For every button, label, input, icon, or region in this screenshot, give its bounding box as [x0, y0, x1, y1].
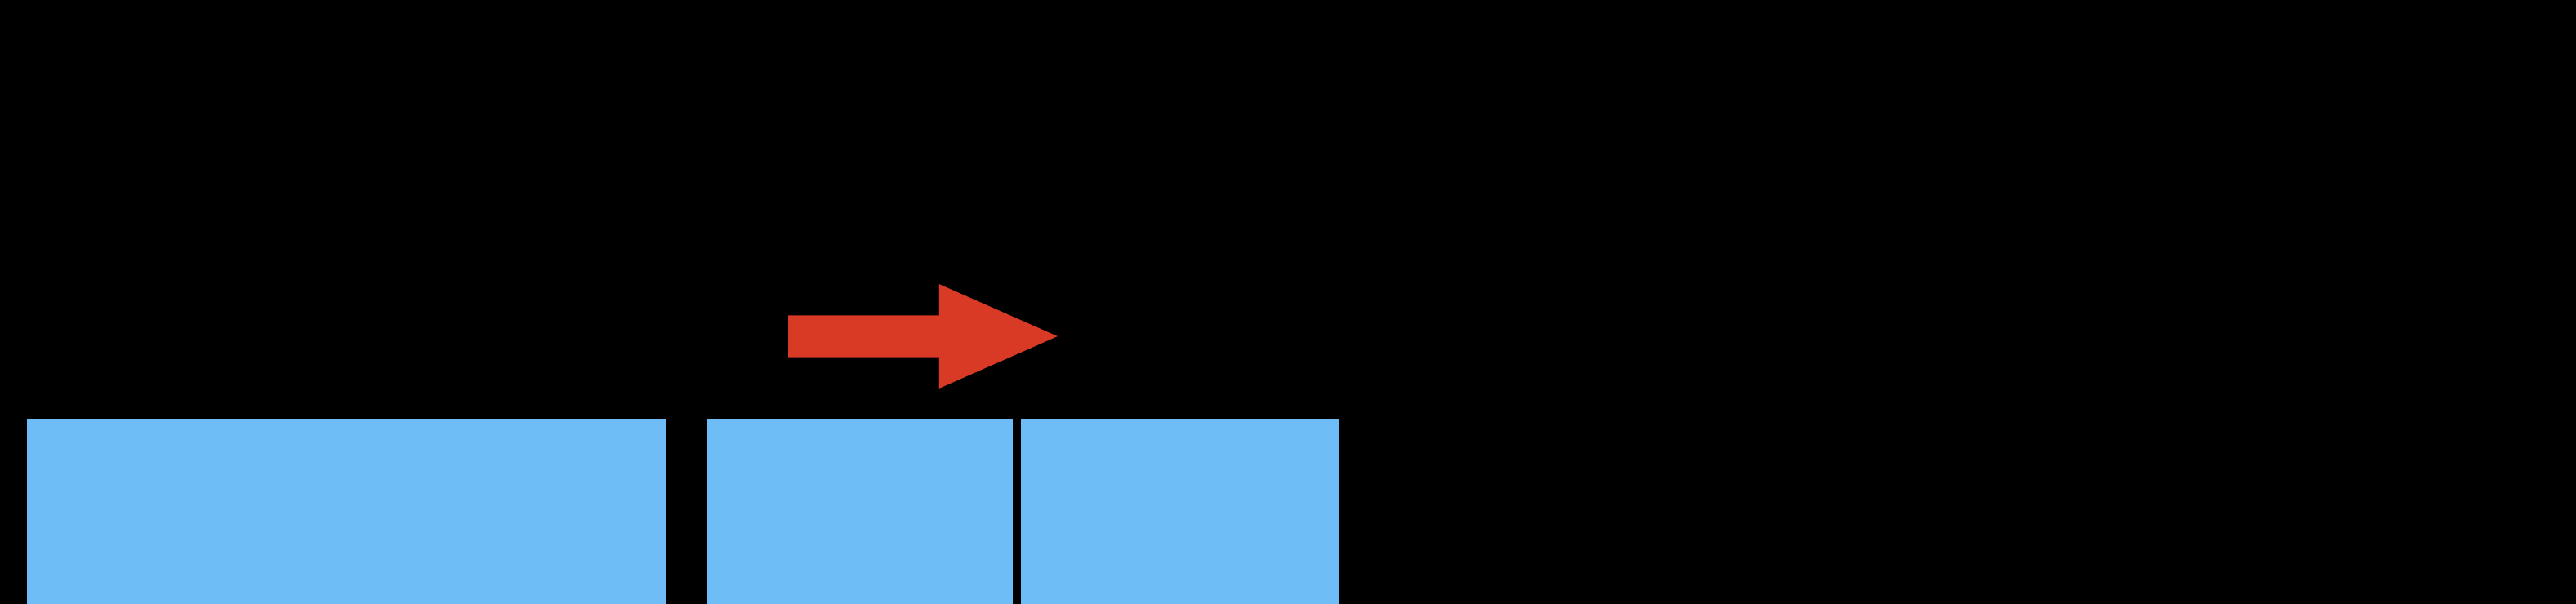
rectangle-tile-b2: [1016, 415, 1344, 604]
rectangle-tile-a1: [23, 415, 671, 604]
right-arrow-icon: [788, 284, 1058, 389]
packing-group-input-packing-b: [702, 415, 1344, 604]
packing-group-input-packing-a: [23, 415, 671, 604]
rectangle-tile-b1: [702, 415, 1017, 604]
right-arrow-shape: [788, 284, 1058, 389]
